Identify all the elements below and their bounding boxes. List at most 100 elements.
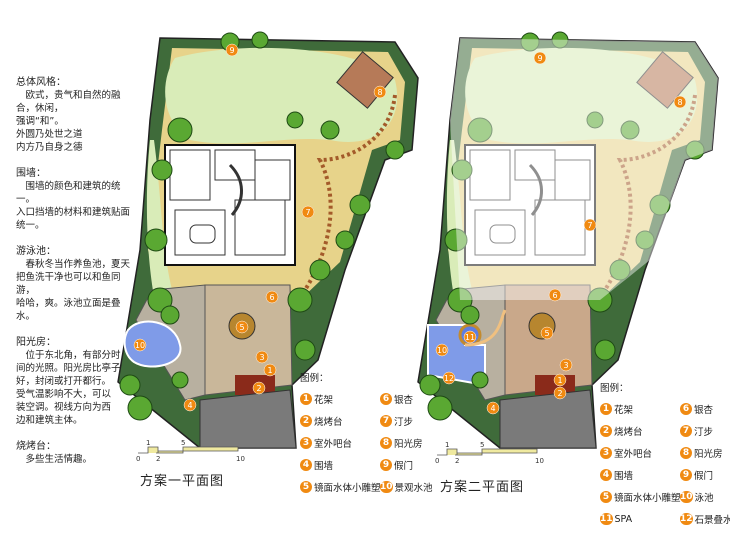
scale-bar [437,448,538,456]
legend-number-marker: 8 [380,437,392,449]
number-marker [533,51,547,65]
stepping-stone-path [603,94,697,292]
legend-number-marker: 6 [380,393,392,405]
marker-label: 7 [305,208,310,217]
tree-canopy [147,287,173,313]
tree-canopy [444,228,468,252]
legend-number-marker: 7 [680,425,692,437]
tree-canopy [294,339,316,361]
tree-canopy [127,395,153,421]
legend-number-marker: 4 [300,459,312,471]
scale-label: 5 [480,441,484,449]
tree-canopy [471,371,489,389]
tree-canopy [467,117,493,143]
tree-canopy [309,259,331,281]
legend-number-marker: 8 [680,447,692,459]
note-pool: 游泳池： 春秋冬当作养鱼池，夏天 把鱼洗干净也可以和鱼同游， 哈哈，爽。泳池立面… [16,245,138,323]
stepping-stone-path [303,94,397,292]
design-notes: 总体风格： 欧式，贵气和自然的融合，休闲， 强调“和”。 外圆乃处世之道 内方乃… [16,76,138,479]
tree-canopy [427,395,453,421]
tree-canopy [586,111,604,129]
marker-label: 8 [677,98,682,107]
legend-label: 烧烤台 [314,417,343,428]
tree-canopy [587,287,613,313]
scale-label: 10 [535,457,544,465]
number-marker [235,320,249,334]
marker-label: 6 [552,291,557,300]
legend-title: 图例： [600,383,629,394]
marker-label: 4 [490,404,495,413]
legend-label: 花架 [314,395,334,406]
note-style: 总体风格： 欧式，贵气和自然的融合，休闲， 强调“和”。 外圆乃处世之道 内方乃… [16,76,138,154]
marker-label: 10 [437,346,447,355]
marker-label: 9 [537,54,542,63]
legend-label: 室外吧台 [614,449,653,460]
house-rooms [169,149,291,256]
number-marker [133,338,147,352]
tree-canopy [335,230,355,250]
number-marker [583,218,597,232]
plan1-caption: 方案一平面图 [140,474,225,489]
legend-label: 石景叠水 [694,515,730,526]
legend-label: SPA [614,513,633,525]
scale-label: 0 [136,455,140,463]
legend-number-marker: 5 [600,491,612,503]
legend-label: 泳池 [694,493,714,504]
number-marker [255,350,269,364]
note-sunroom: 阳光房： 位于东北角，有部分时 间的光照。阳光房比亭子 好，封闭或打开都行。 受… [16,336,138,427]
marker-label: 4 [187,401,192,410]
marker-label: 2 [557,389,562,398]
tree-canopy [635,230,655,250]
legend-label: 银杏 [394,395,414,406]
plan2-caption: 方案二平面图 [440,480,525,495]
scale-label: 1 [146,439,150,447]
note-heading: 烧烤台： [16,441,56,452]
scale-bar [138,446,239,454]
legend-label: 景观水池 [394,483,433,494]
translucent-overlay [450,38,718,300]
entrance-steps [199,389,297,449]
legend-label: 假门 [694,471,714,482]
marker-label: 1 [267,366,272,375]
tree-canopy [171,371,189,389]
marker-label: 1 [557,376,562,385]
staircase [228,163,243,216]
note-heading: 围墙： [16,168,46,179]
legend-label: 阳光房 [394,439,423,450]
tree-canopy [160,305,180,325]
note-body: 围墙的颜色和建筑的统一。 入口挡墙的材料和建筑贴面 统一。 [16,181,131,231]
note-heading: 阳光房： [16,337,56,348]
legend-label: 室外吧台 [314,439,353,450]
number-marker [252,381,266,395]
scale-label: 0 [435,457,439,465]
number-marker [183,398,197,412]
lawn [165,47,398,144]
legend-label: 银杏 [694,405,714,416]
sunroom [636,51,694,109]
tree-canopy [520,32,540,52]
tree-canopy [119,374,141,396]
lawn [465,47,698,144]
legend-number-marker: 12 [680,513,693,525]
legend-number-marker: 4 [600,469,612,481]
legend-number-marker: 2 [300,415,312,427]
